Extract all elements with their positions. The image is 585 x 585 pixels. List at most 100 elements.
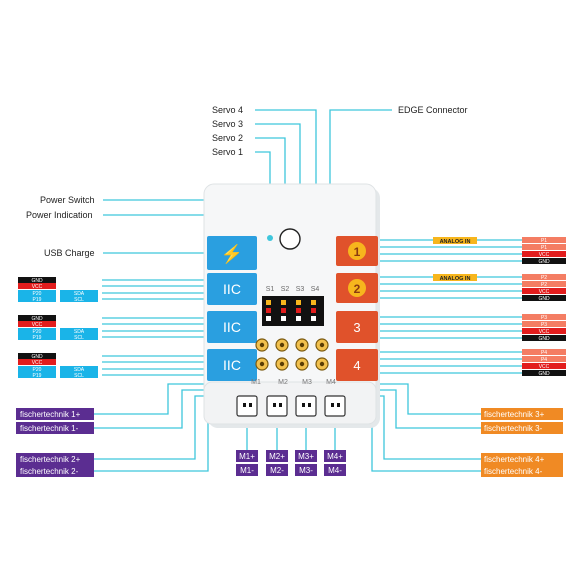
svg-text:VCC: VCC [539,329,550,335]
svg-text:SDA: SDA [74,291,85,297]
svg-text:fischertechnik 1-: fischertechnik 1- [20,424,79,433]
analog-port-number: 3 [353,320,360,335]
servo-pin-label: S1 [266,286,275,293]
edge-connector-callout: EDGE Connector [398,105,468,115]
board-bottom-plate [203,381,377,425]
svg-text:M2+: M2+ [269,452,285,461]
svg-text:M1-: M1- [240,466,254,475]
fischertechnik-left: fischertechnik 1+ fischertechnik 1- fisc… [16,408,94,477]
iic-label: IIC [223,319,241,335]
motor-port-label: M3 [302,379,312,386]
analog-port-2[interactable]: 2 [336,273,378,303]
svg-text:GND: GND [538,296,550,302]
svg-text:SCL: SCL [74,335,84,341]
svg-text:ANALOG IN: ANALOG IN [440,276,471,282]
svg-text:M2-: M2- [270,466,284,475]
svg-text:VCC: VCC [539,289,550,295]
analog-port-number: 1 [354,245,361,259]
power-switch[interactable] [279,228,301,250]
motor-labels: M1+ M2+ M3+ M4+ M1- M2- M3- M4- [236,450,346,476]
power-switch-callout: Power Switch [40,195,95,205]
svg-text:VCC: VCC [32,322,43,328]
svg-text:P20: P20 [33,367,42,373]
servo1-callout: Servo 1 [212,147,243,157]
svg-text:P2: P2 [541,275,547,281]
svg-text:M4-: M4- [328,466,342,475]
analog-port-3[interactable]: 3 [336,311,378,343]
servo-header[interactable] [262,296,324,326]
svg-text:fischertechnik 1+: fischertechnik 1+ [20,410,81,419]
svg-text:GND: GND [31,278,43,284]
motor-port-label: M4 [326,379,336,386]
svg-text:P3: P3 [541,322,547,328]
svg-text:fischertechnik 2-: fischertechnik 2- [20,467,79,476]
motor-socket-4[interactable] [324,395,346,417]
iic-port-1[interactable]: IIC [207,273,257,305]
analog-port-number: 2 [354,282,361,296]
analog-in-label-1: ANALOG IN [433,237,477,245]
svg-text:P19: P19 [33,297,42,303]
iic-pin-group-3: GND VCC P20 P19 SDA SCL [18,353,98,379]
power-indication-led [267,235,273,241]
svg-text:SCL: SCL [74,297,84,303]
usb-charge-callout: USB Charge [44,248,95,258]
svg-text:M3-: M3- [299,466,313,475]
callouts: Servo 4 Servo 3 Servo 2 Servo 1 EDGE Con… [26,105,468,258]
svg-text:fischertechnik 3-: fischertechnik 3- [484,424,543,433]
board: ⚡ IIC IIC IIC 1 2 3 [203,183,380,428]
svg-text:P4: P4 [541,350,547,356]
svg-text:P19: P19 [33,373,42,379]
svg-text:P4: P4 [541,357,547,363]
svg-text:fischertechnik 3+: fischertechnik 3+ [484,410,545,419]
iic-label: IIC [223,281,241,297]
iic-label: IIC [223,357,241,373]
svg-text:P1: P1 [541,238,547,244]
svg-text:P20: P20 [33,329,42,335]
svg-text:SDA: SDA [74,329,85,335]
servo-pin-label: S2 [281,286,290,293]
svg-text:fischertechnik 4+: fischertechnik 4+ [484,455,545,464]
svg-text:GND: GND [31,316,43,322]
analog-port-1[interactable]: 1 [336,236,378,266]
motor-socket-3[interactable] [295,395,317,417]
servo3-callout: Servo 3 [212,119,243,129]
analog-pin-group-2: P2 P2 VCC GND [522,274,566,302]
motor-socket-2[interactable] [266,395,288,417]
servo-pin-label: S4 [311,286,320,293]
svg-text:fischertechnik 2+: fischertechnik 2+ [20,455,81,464]
svg-text:GND: GND [538,259,550,265]
fischertechnik-right: fischertechnik 3+ fischertechnik 3- fisc… [481,408,563,477]
iic-port-3[interactable]: IIC [207,349,257,381]
svg-text:VCC: VCC [32,360,43,366]
svg-text:VCC: VCC [32,284,43,290]
motor-port-label: M1 [251,379,261,386]
svg-text:fischertechnik 4-: fischertechnik 4- [484,467,543,476]
svg-text:VCC: VCC [539,364,550,370]
svg-text:M3+: M3+ [298,452,314,461]
svg-text:GND: GND [31,354,43,360]
iic-pin-group-1: GND VCC P20 P19 SDA SCL [18,277,98,303]
svg-text:GND: GND [538,371,550,377]
servo-pin-label: S3 [296,286,305,293]
lightning-icon: ⚡ [221,243,243,265]
svg-text:P20: P20 [33,291,42,297]
svg-text:P1: P1 [541,245,547,251]
svg-text:ANALOG IN: ANALOG IN [440,239,471,245]
power-indication-callout: Power Indication [26,210,93,220]
analog-pin-group-4: P4 P4 VCC GND [522,349,566,377]
svg-text:P3: P3 [541,315,547,321]
svg-text:SCL: SCL [74,373,84,379]
svg-text:VCC: VCC [539,252,550,258]
iic-port-2[interactable]: IIC [207,311,257,343]
svg-text:M4+: M4+ [327,452,343,461]
motor-socket-1[interactable] [236,395,258,417]
analog-pin-group-3: P3 P3 VCC GND [522,314,566,342]
svg-text:GND: GND [538,336,550,342]
analog-pin-group-1: P1 P1 VCC GND [522,237,566,265]
motor-terminals[interactable] [255,338,329,371]
svg-text:M1+: M1+ [239,452,255,461]
motor-port-label: M2 [278,379,288,386]
analog-port-4[interactable]: 4 [336,349,378,381]
usb-charge-port[interactable] [207,236,257,270]
